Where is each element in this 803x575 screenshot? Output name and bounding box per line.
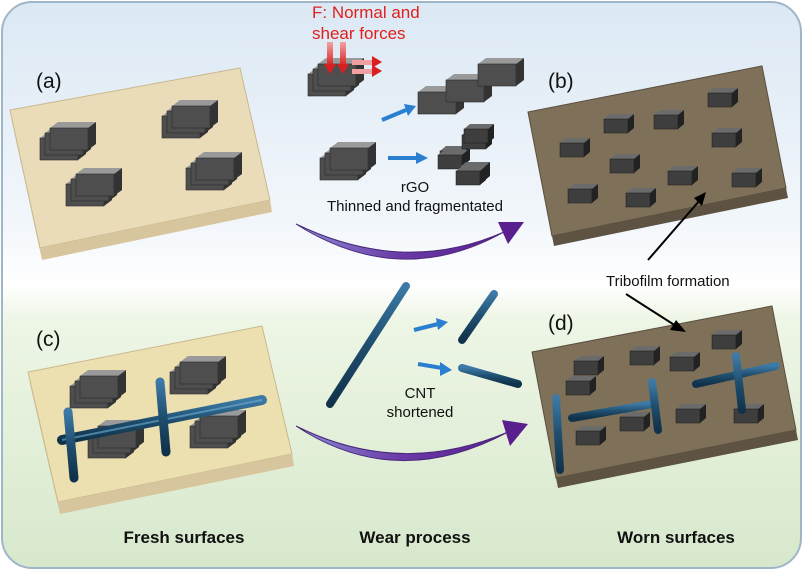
tribofilm-arrow xyxy=(625,293,686,332)
force-label-line2: shear forces xyxy=(312,24,406,43)
small-arrow xyxy=(381,104,416,122)
caption-worn: Worn surfaces xyxy=(617,528,735,547)
process-arrow xyxy=(295,420,528,461)
cnt-tube xyxy=(552,394,564,474)
cnt-fragment xyxy=(458,364,522,388)
cnt-tube xyxy=(155,377,171,457)
caption-fresh: Fresh surfaces xyxy=(123,528,245,547)
cnt-tube xyxy=(63,407,79,483)
cnt-tube xyxy=(648,378,662,434)
cnt-label-line2: shortened xyxy=(386,404,454,421)
rgo-label: rGO Thinned and fragmentated xyxy=(290,178,540,216)
force-arrow-shear xyxy=(352,56,382,77)
cnt-tube xyxy=(326,282,410,408)
cnt-tube xyxy=(732,352,746,414)
small-arrow xyxy=(388,152,428,164)
cnt-fragment xyxy=(458,290,498,344)
tribofilm-arrow xyxy=(647,192,706,261)
small-arrow xyxy=(413,318,448,332)
panel-label-a: (a) xyxy=(36,70,62,93)
force-arrow-normal xyxy=(324,42,349,74)
process-arrow xyxy=(295,222,524,260)
tribofilm-label: Tribofilm formation xyxy=(606,273,730,290)
cnt-label-line1: CNT xyxy=(404,385,436,402)
panel-label-d: (d) xyxy=(548,312,574,335)
force-label: F: Normal and shear forces xyxy=(312,2,420,44)
small-arrow xyxy=(417,362,452,376)
rgo-label-line2: Thinned and fragmentated xyxy=(327,198,503,215)
rgo-label-line1: rGO xyxy=(400,179,430,196)
caption-wear: Wear process xyxy=(359,528,471,547)
panel-label-b: (b) xyxy=(548,70,574,93)
panel-label-c: (c) xyxy=(36,328,61,351)
cnt-tube xyxy=(568,400,656,422)
cnt-label: CNT shortened xyxy=(370,384,470,422)
force-label-line1: F: Normal and xyxy=(312,3,420,22)
